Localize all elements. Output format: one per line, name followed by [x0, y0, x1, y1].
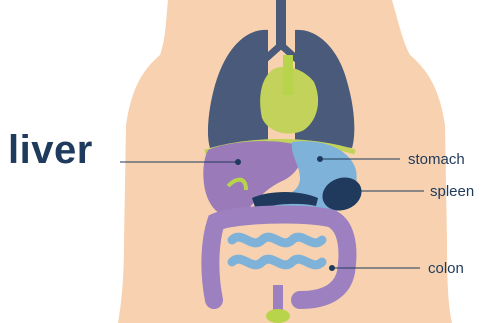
label-spleen: spleen — [430, 183, 474, 200]
bladder — [266, 309, 290, 323]
pointer-dot-liver — [235, 159, 241, 165]
aorta — [283, 55, 293, 95]
pointer-dot-stomach — [317, 156, 323, 162]
label-stomach: stomach — [408, 151, 465, 168]
pointer-dot-colon — [329, 265, 335, 271]
label-colon: colon — [428, 260, 464, 277]
trachea — [276, 0, 286, 50]
label-liver: liver — [8, 128, 93, 173]
